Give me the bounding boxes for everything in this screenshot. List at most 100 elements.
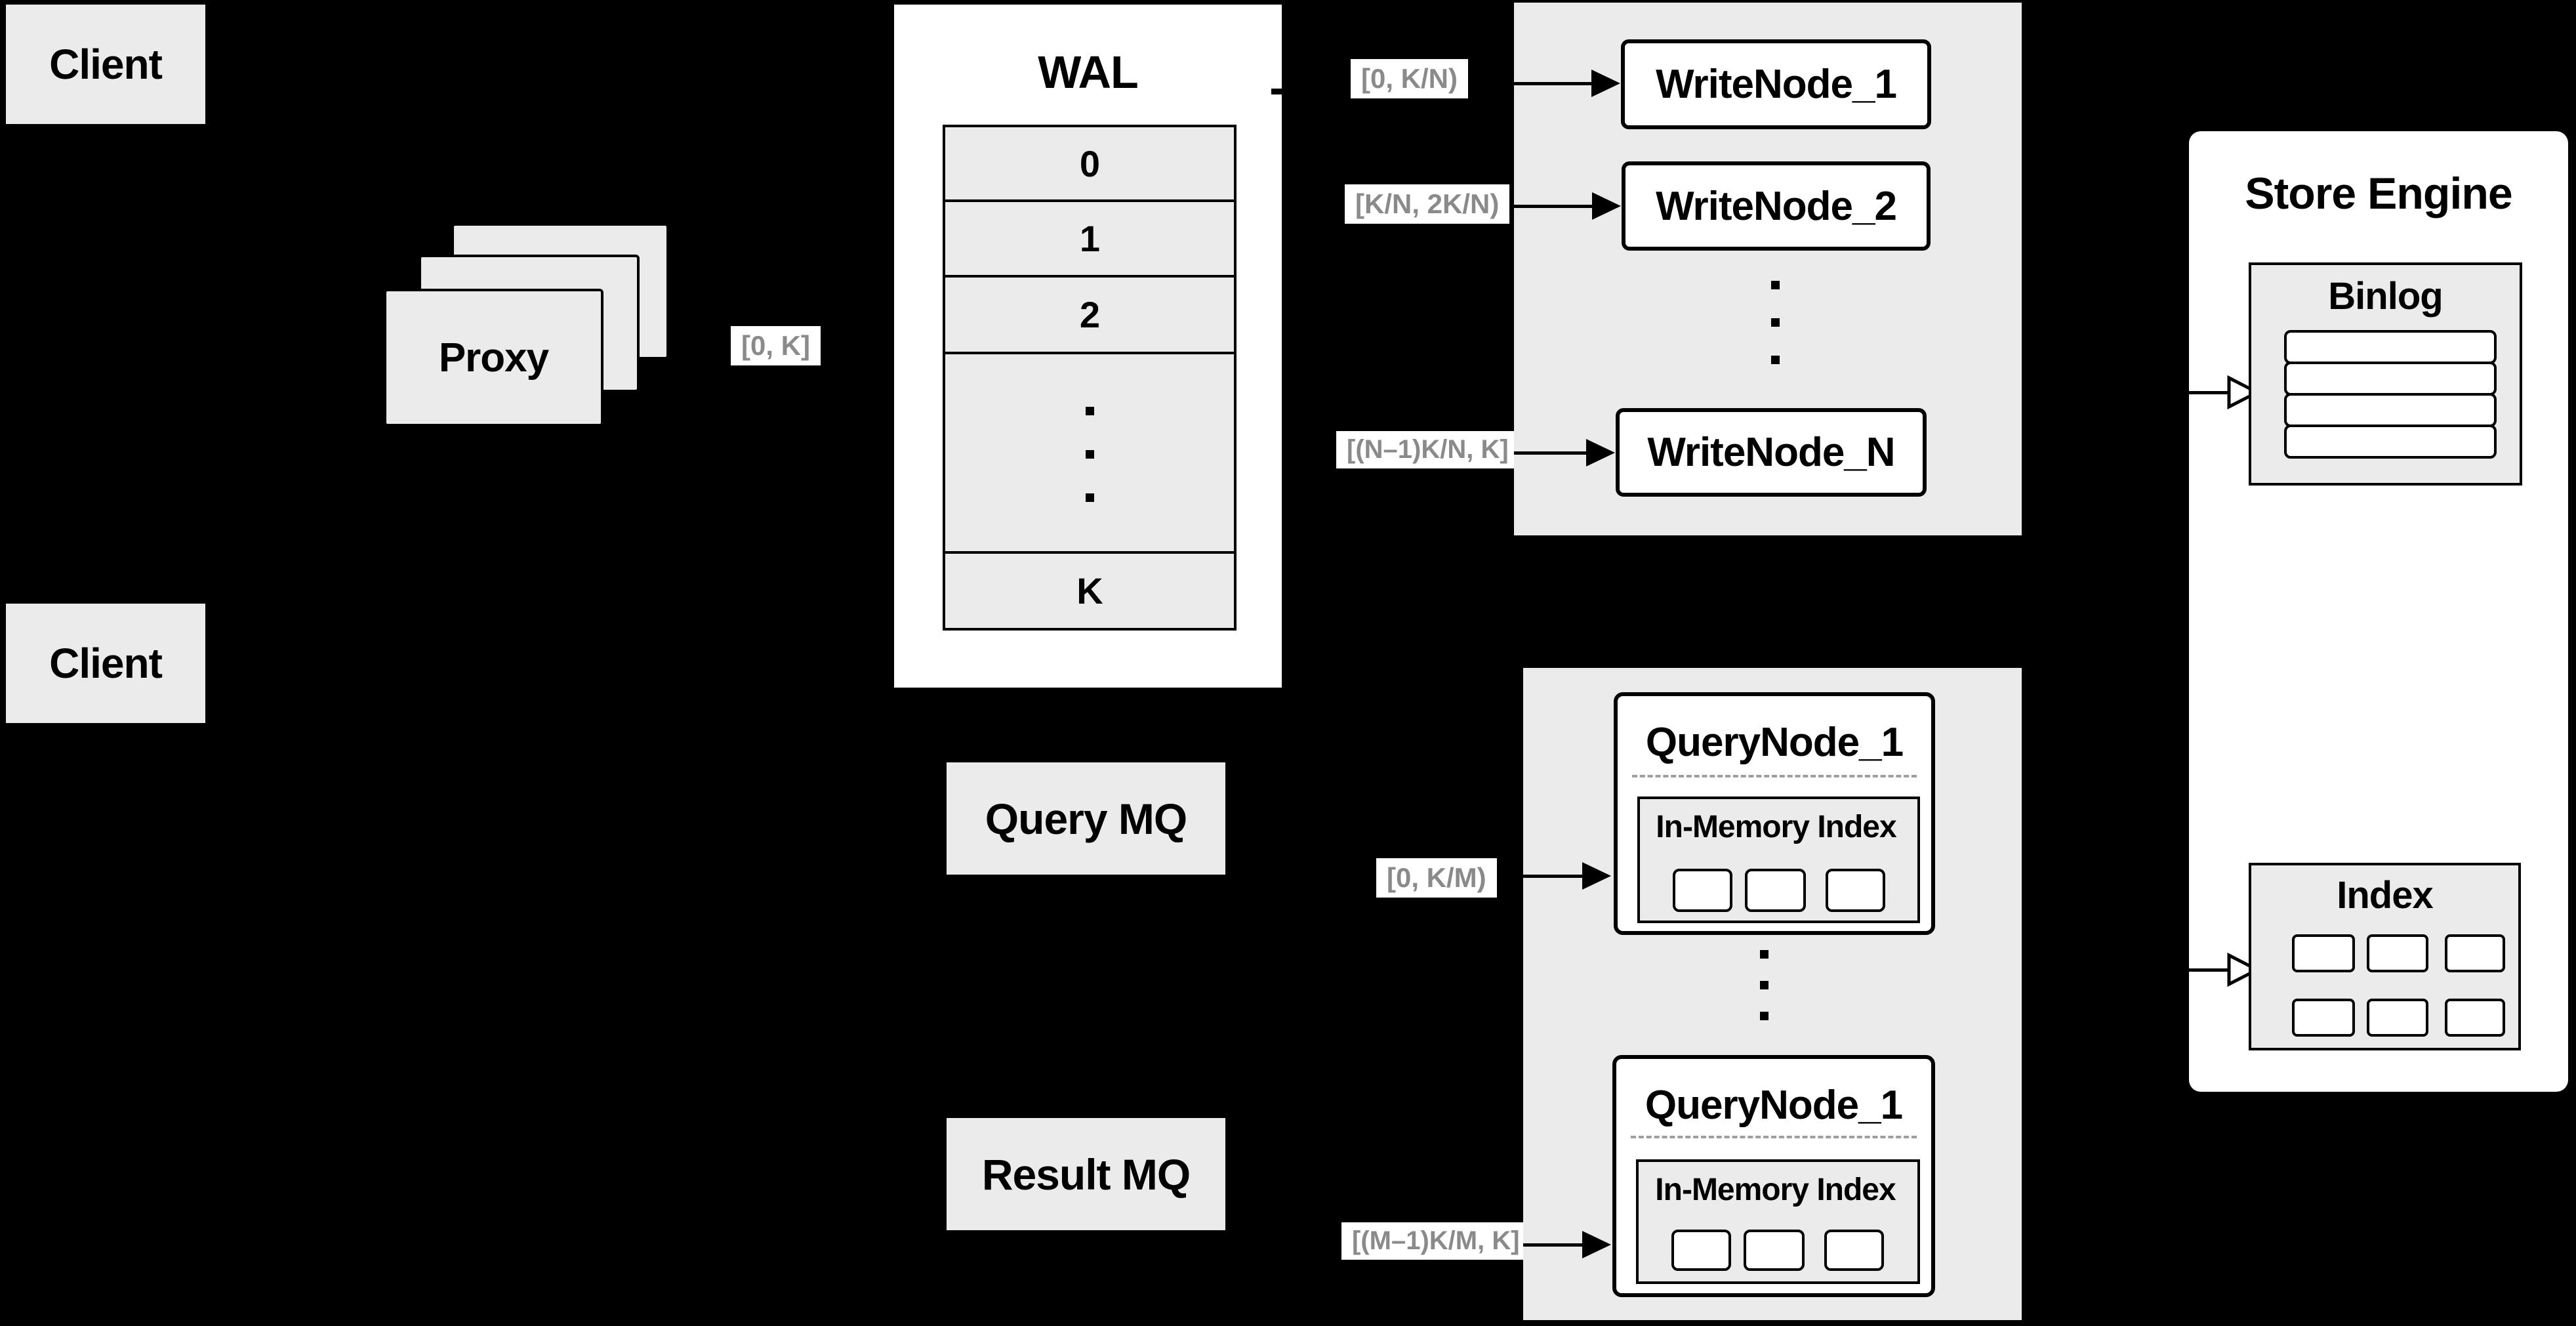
binlog-title: Binlog xyxy=(2328,274,2443,318)
writenode-n-box: WriteNode_N xyxy=(1616,408,1927,497)
write-range-label-3: [(N–1)K/N, K] xyxy=(1336,431,1519,468)
write-range-label-1: [0, K/N) xyxy=(1351,59,1468,98)
querynode-1-box: QueryNode_1 In-Memory Index xyxy=(1614,692,1935,935)
arrowhead-writenode-n xyxy=(1586,439,1615,466)
querynode-2-title-wrap: QueryNode_1 xyxy=(1616,1075,1931,1134)
arrowhead-writenode-2 xyxy=(1592,192,1621,220)
querynode-2-divider xyxy=(1631,1136,1917,1138)
result-mq-box: Result MQ xyxy=(947,1118,1225,1230)
query-range-label-2: [(M–1)K/M, K] xyxy=(1341,1222,1530,1260)
query-range-1-text: [0, K/M) xyxy=(1387,862,1486,893)
index-cell xyxy=(2292,999,2355,1037)
wal-box: WAL 0 1 2 K xyxy=(894,5,1282,688)
wal-segment-table: 0 1 2 K xyxy=(943,125,1237,631)
wal-row-k-label: K xyxy=(1076,570,1103,611)
arrowhead-querynode-1 xyxy=(1582,862,1611,890)
inmemory-2-title-wrap: In-Memory Index xyxy=(1639,1170,1912,1209)
vertical-ellipsis-dot xyxy=(1086,450,1094,459)
query-mq-box: Query MQ xyxy=(947,762,1225,875)
segment-slot xyxy=(1826,869,1885,912)
open-arrowhead-index xyxy=(2227,953,2261,987)
index-cell xyxy=(2445,934,2505,972)
binlog-row xyxy=(2284,393,2497,427)
index-cell xyxy=(2367,999,2428,1037)
writenode-1-label: WriteNode_1 xyxy=(1656,62,1897,107)
querynode-2-inmemory-box: In-Memory Index xyxy=(1636,1159,1920,1284)
index-cell xyxy=(2445,999,2505,1037)
vertical-ellipsis-dot xyxy=(1771,356,1780,364)
wal-row-0: 0 xyxy=(945,127,1234,199)
wal-row-k: K xyxy=(945,551,1234,628)
writenode-2-label: WriteNode_2 xyxy=(1656,183,1897,229)
arrow-to-writenode-2 xyxy=(1514,205,1594,208)
arrow-to-binlog xyxy=(2189,391,2231,394)
binlog-row xyxy=(2284,362,2497,396)
client-box-bottom: Client xyxy=(6,604,205,723)
client-bottom-label: Client xyxy=(49,640,163,687)
inmemory-1-label: In-Memory Index xyxy=(1656,809,1896,844)
arrowhead-writenode-1 xyxy=(1591,70,1620,97)
writenode-1-box: WriteNode_1 xyxy=(1621,39,1931,129)
proxy-range-label: [0, K] xyxy=(731,326,821,365)
vertical-ellipsis-dot xyxy=(1771,281,1780,289)
segment-slot xyxy=(1824,1230,1884,1271)
write-node-panel: WriteNode_1 WriteNode_2 WriteNode_N xyxy=(1514,3,2022,535)
client-top-label: Client xyxy=(49,41,163,88)
wal-row-1-label: 1 xyxy=(1079,218,1100,259)
vertical-ellipsis-dot xyxy=(1760,981,1768,989)
wal-row-2-label: 2 xyxy=(1079,294,1100,335)
querynode-2-box: QueryNode_1 In-Memory Index xyxy=(1612,1055,1935,1297)
query-node-panel: QueryNode_1 In-Memory Index QueryNode_1 xyxy=(1523,668,2022,1320)
write-range-2-text: [K/N, 2K/N) xyxy=(1355,188,1500,219)
binlog-box: Binlog xyxy=(2249,262,2522,486)
arrow-to-index xyxy=(2189,968,2231,972)
binlog-rows xyxy=(2284,330,2497,459)
proxy-box: Proxy xyxy=(384,289,603,426)
vertical-ellipsis-dot xyxy=(1760,950,1768,959)
writenode-2-box: WriteNode_2 xyxy=(1622,161,1931,251)
write-range-label-2: [K/N, 2K/N) xyxy=(1345,184,1510,224)
binlog-title-wrap: Binlog xyxy=(2251,274,2520,318)
write-range-1-text: [0, K/N) xyxy=(1361,63,1458,94)
segment-slot xyxy=(1671,1230,1731,1271)
wal-title: WAL xyxy=(1038,46,1139,98)
store-engine-box: Store Engine Binlog Index xyxy=(2189,131,2568,1092)
open-arrowhead-binlog xyxy=(2227,375,2261,409)
index-title: Index xyxy=(2337,873,2433,917)
index-cell xyxy=(2292,934,2355,972)
index-cell xyxy=(2367,934,2428,972)
querynode-1-inmemory-box: In-Memory Index xyxy=(1637,797,1920,923)
inmemory-2-label: In-Memory Index xyxy=(1655,1172,1896,1207)
arrowhead-querynode-2 xyxy=(1582,1231,1611,1258)
proxy-range-text: [0, K] xyxy=(741,330,810,361)
result-mq-label: Result MQ xyxy=(981,1150,1191,1199)
arrow-to-writenode-n xyxy=(1514,451,1588,455)
wal-row-ellipsis xyxy=(945,352,1234,551)
store-engine-title: Store Engine xyxy=(2245,169,2512,218)
arrow-to-querynode-1 xyxy=(1523,875,1584,878)
inmemory-1-title-wrap: In-Memory Index xyxy=(1640,807,1912,846)
wal-title-wrap: WAL xyxy=(894,41,1282,103)
vertical-ellipsis-dot xyxy=(1760,1012,1768,1020)
store-engine-title-wrap: Store Engine xyxy=(2189,164,2568,223)
query-mq-label: Query MQ xyxy=(985,794,1187,843)
wal-row-1: 1 xyxy=(945,199,1234,275)
index-box: Index xyxy=(2249,863,2521,1050)
query-range-label-1: [0, K/M) xyxy=(1376,858,1497,898)
segment-slot xyxy=(1744,1230,1805,1271)
segment-slot xyxy=(1745,869,1806,912)
querynode-2-label: QueryNode_1 xyxy=(1645,1082,1903,1128)
proxy-label: Proxy xyxy=(438,335,549,381)
wal-row-2: 2 xyxy=(945,275,1234,352)
querynode-1-divider xyxy=(1632,775,1917,777)
querynode-1-label: QueryNode_1 xyxy=(1645,719,1904,765)
arrow-to-writenode-1 xyxy=(1514,82,1594,85)
index-title-wrap: Index xyxy=(2251,873,2518,917)
arrow-to-querynode-2 xyxy=(1523,1243,1584,1247)
vertical-ellipsis-dot xyxy=(1086,407,1094,415)
binlog-row xyxy=(2284,330,2497,364)
binlog-row xyxy=(2284,425,2497,459)
wal-connector-stub xyxy=(1271,89,1282,94)
vertical-ellipsis-dot xyxy=(1086,493,1094,502)
